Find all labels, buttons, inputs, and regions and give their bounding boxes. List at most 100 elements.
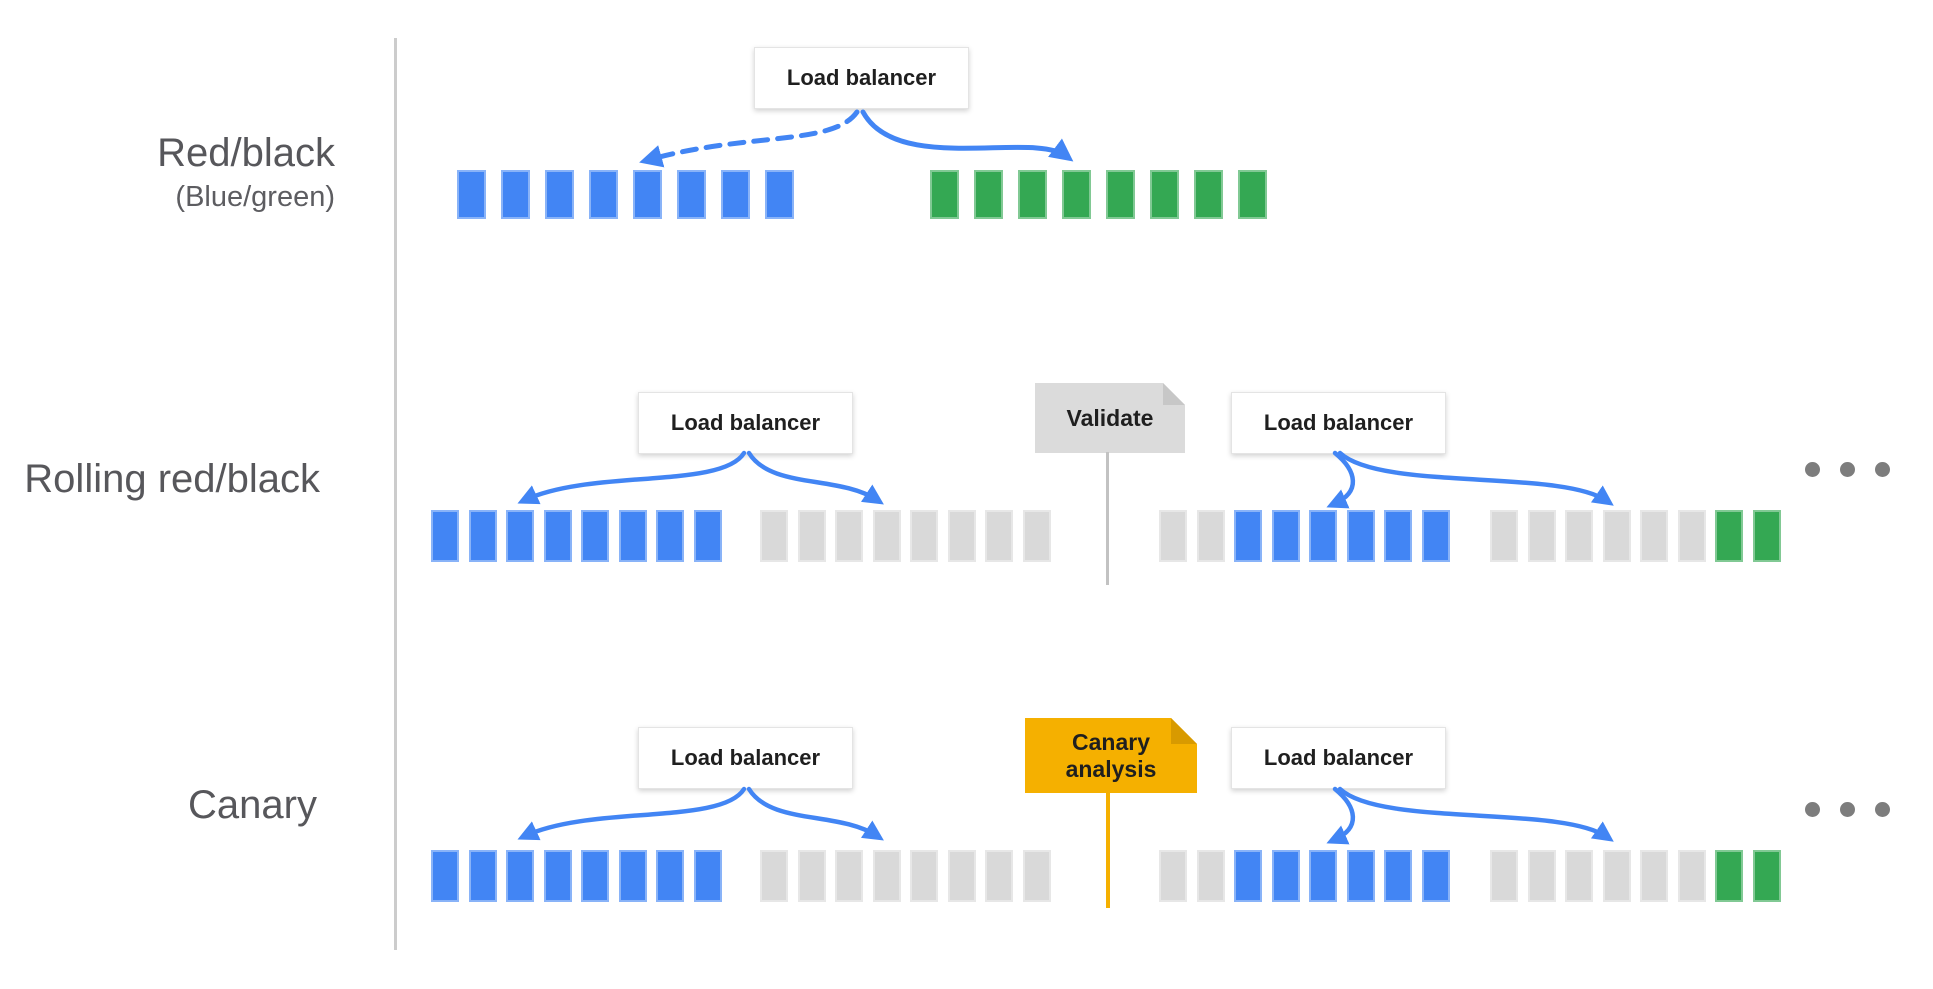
server-square-blue	[1421, 850, 1450, 902]
dot-icon	[1875, 462, 1890, 477]
server-square-gray	[910, 850, 938, 902]
server-square-blue	[506, 510, 534, 562]
server-square-blue	[468, 510, 497, 562]
server-square-gray	[1196, 850, 1225, 902]
server-square-blue	[656, 510, 684, 562]
load-balancer-box: Load balancer	[1231, 392, 1446, 454]
server-square-blue	[581, 510, 609, 562]
arrow-canary-lb2-right	[1337, 786, 1614, 842]
ellipsis-icon	[1805, 802, 1890, 817]
arrow-rolling-lb1-left	[517, 450, 747, 505]
server-square-gray	[872, 850, 901, 902]
validate-stem-line	[1106, 452, 1109, 585]
server-square-blue	[1271, 850, 1300, 902]
server-square-blue	[506, 850, 534, 902]
row-title: Red/black	[157, 131, 335, 175]
server-square-gray	[760, 510, 788, 562]
dot-icon	[1840, 462, 1855, 477]
row-subtitle: (Blue/green)	[175, 181, 335, 213]
server-square-green	[1018, 170, 1047, 219]
server-square-blue	[1309, 510, 1337, 562]
server-square-gray	[947, 510, 976, 562]
server-square-gray	[1159, 850, 1187, 902]
server-square-green	[974, 170, 1003, 219]
server-square-blue	[501, 170, 530, 219]
row-label-canary: Canary	[20, 784, 317, 826]
server-square-gray	[1527, 850, 1556, 902]
dot-icon	[1805, 462, 1820, 477]
row-label-rolling-red-black: Rolling red/black	[20, 458, 320, 500]
arrow-rolling-lb2-left	[1326, 450, 1356, 509]
validate-tag: Validate	[1035, 383, 1185, 453]
ellipsis-icon	[1805, 462, 1890, 477]
dot-icon	[1805, 802, 1820, 817]
server-square-gray	[985, 850, 1013, 902]
server-square-gray	[1565, 510, 1593, 562]
server-square-blue	[431, 510, 459, 562]
server-square-gray	[760, 850, 788, 902]
server-square-gray	[1196, 510, 1225, 562]
server-square-gray	[1527, 510, 1556, 562]
server-square-gray	[1159, 510, 1187, 562]
server-square-blue	[721, 170, 750, 219]
server-square-gray	[910, 510, 938, 562]
server-square-blue	[1271, 510, 1300, 562]
server-square-blue	[581, 850, 609, 902]
server-square-gray	[872, 510, 901, 562]
server-square-gray	[835, 850, 863, 902]
server-square-blue	[1346, 850, 1375, 902]
server-square-blue	[618, 510, 647, 562]
arrow-dashed-old-cluster	[639, 109, 860, 168]
server-square-gray	[1602, 510, 1631, 562]
server-square-blue	[589, 170, 618, 219]
server-square-green	[1194, 170, 1223, 219]
arrow-new-cluster	[860, 109, 1074, 162]
server-square-green	[1715, 510, 1743, 562]
server-square-gray	[985, 510, 1013, 562]
validate-label: Validate	[1066, 404, 1154, 431]
server-square-green	[930, 170, 959, 219]
load-balancer-box: Load balancer	[1231, 727, 1446, 789]
canary-label-line1: Canary	[1072, 729, 1150, 756]
server-square-gray	[1640, 510, 1668, 562]
server-square-blue	[431, 850, 459, 902]
arrow-canary-lb1-right	[746, 786, 884, 841]
vertical-divider	[394, 38, 397, 950]
arrow-rolling-lb1-right	[746, 450, 884, 505]
server-square-blue	[1384, 510, 1412, 562]
canary-analysis-tag: Canary analysis	[1025, 718, 1197, 793]
load-balancer-box: Load balancer	[638, 727, 853, 789]
row-title: Canary	[188, 783, 317, 827]
server-square-blue	[1384, 850, 1412, 902]
server-square-gray	[797, 850, 826, 902]
server-square-blue	[457, 170, 486, 219]
canary-analysis-tag-fold	[1171, 718, 1197, 744]
server-square-green	[1752, 510, 1781, 562]
server-square-blue	[677, 170, 706, 219]
arrow-canary-lb1-left	[517, 786, 747, 841]
server-square-blue	[468, 850, 497, 902]
server-square-gray	[1490, 510, 1518, 562]
dot-icon	[1840, 802, 1855, 817]
server-square-gray	[1022, 510, 1051, 562]
server-square-blue	[693, 510, 722, 562]
server-square-gray	[1640, 850, 1668, 902]
server-square-gray	[1565, 850, 1593, 902]
server-square-blue	[1234, 850, 1262, 902]
server-square-blue	[693, 850, 722, 902]
server-square-green	[1715, 850, 1743, 902]
row-label-red-black: Red/black (Blue/green)	[29, 132, 335, 214]
server-square-green	[1106, 170, 1135, 219]
server-square-blue	[1421, 510, 1450, 562]
server-square-green	[1062, 170, 1091, 219]
server-square-gray	[1677, 850, 1706, 902]
server-square-blue	[1309, 850, 1337, 902]
server-square-blue	[765, 170, 794, 219]
server-square-green	[1150, 170, 1179, 219]
server-square-blue	[656, 850, 684, 902]
load-balancer-box: Load balancer	[638, 392, 853, 454]
arrow-canary-lb2-left	[1326, 786, 1356, 845]
canary-label-line2: analysis	[1065, 755, 1157, 782]
dot-icon	[1875, 802, 1890, 817]
